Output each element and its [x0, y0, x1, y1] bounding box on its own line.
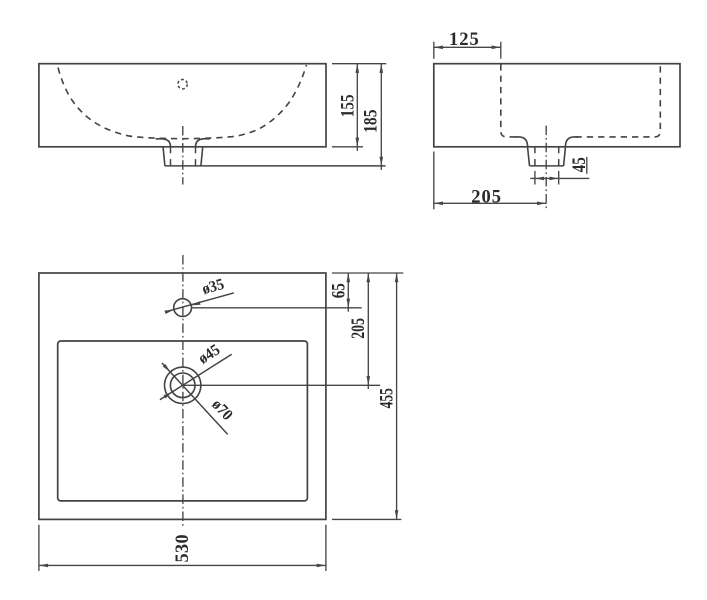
svg-text:125: 125: [449, 30, 480, 50]
svg-text:205: 205: [347, 318, 369, 339]
svg-text:ø45: ø45: [195, 341, 223, 368]
svg-text:205: 205: [471, 188, 502, 208]
svg-text:530: 530: [172, 534, 192, 563]
svg-text:45: 45: [568, 157, 589, 172]
svg-text:455: 455: [376, 388, 397, 408]
svg-text:185: 185: [360, 109, 381, 133]
svg-text:ø70: ø70: [208, 396, 236, 424]
svg-text:65: 65: [328, 283, 349, 298]
svg-text:ø35: ø35: [200, 275, 226, 298]
svg-text:155: 155: [337, 94, 358, 117]
